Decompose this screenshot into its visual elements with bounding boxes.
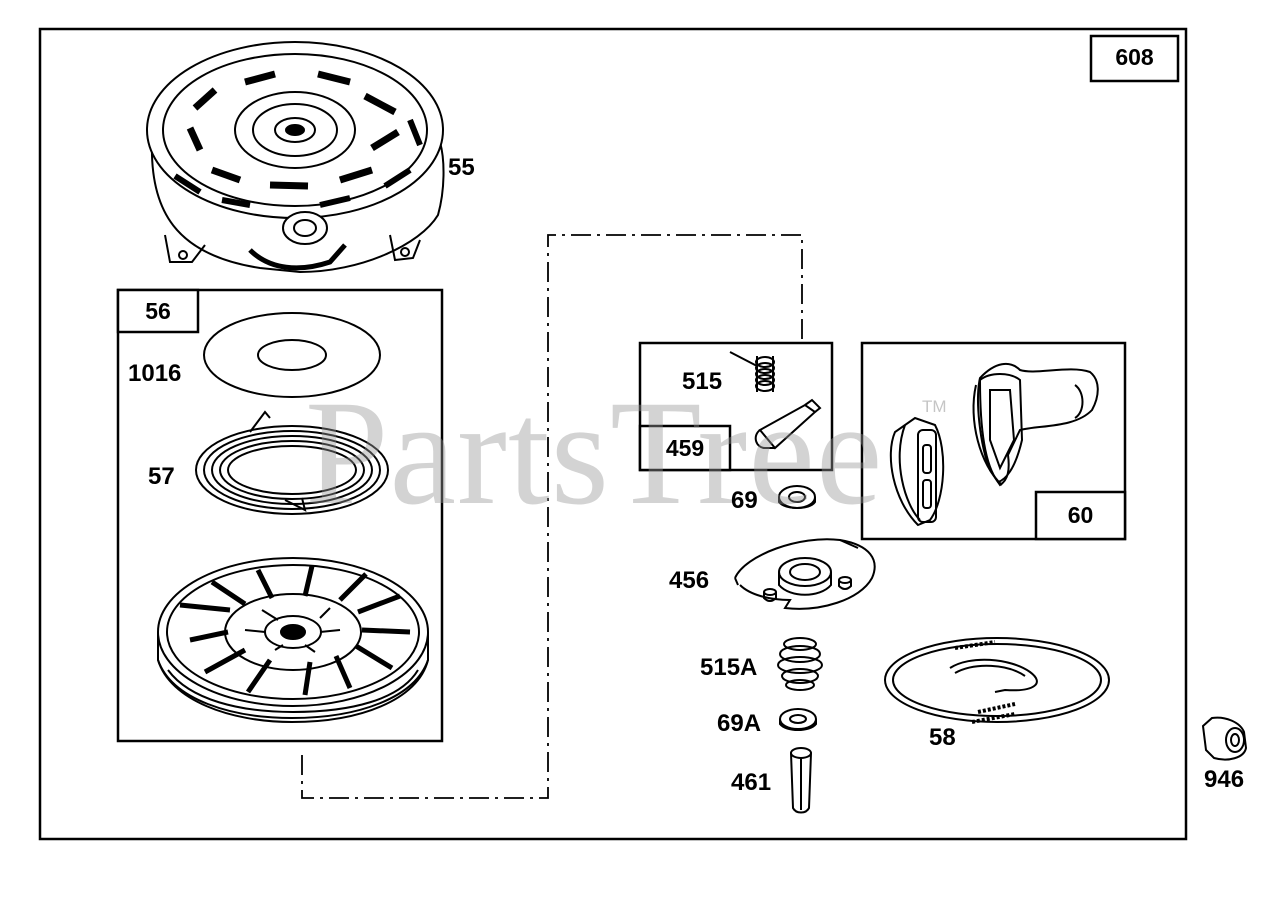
washer-69A-drawing [779, 708, 817, 731]
starter-handle-60-drawing [889, 362, 1099, 527]
washer-1016-drawing [203, 312, 381, 398]
callout-69A[interactable]: 69A [717, 710, 762, 737]
handle-kit-tag [1034, 490, 1127, 541]
washer-69-drawing [778, 485, 816, 509]
sleeve-946-drawing [1201, 716, 1248, 761]
starter-housing-drawing [146, 41, 445, 274]
pawl-kit-number[interactable]: 459 [665, 435, 705, 461]
callout-461[interactable]: 461 [731, 769, 772, 796]
handle-kit-number[interactable]: 60 [1067, 502, 1094, 528]
callout-456[interactable]: 456 [669, 567, 710, 594]
starter-rope-58-drawing [884, 637, 1110, 724]
callout-1016[interactable]: 1016 [128, 360, 182, 387]
starter-pulley-drawing [157, 557, 429, 724]
callout-57[interactable]: 57 [148, 463, 175, 490]
pawl-459-drawing [754, 398, 822, 450]
callout-58[interactable]: 58 [929, 724, 956, 751]
starter-assembly-number[interactable]: 56 [145, 298, 171, 324]
rewind-spring-57-drawing [195, 410, 389, 515]
diagram-frame [38, 27, 1188, 841]
pawl-spring-515-drawing [729, 351, 775, 392]
spring-515A-drawing [777, 637, 823, 691]
handle-kit-box [860, 341, 1127, 541]
pawl-kit-tag [638, 424, 732, 472]
callout-946[interactable]: 946 [1204, 766, 1245, 793]
callout-515[interactable]: 515 [682, 368, 723, 395]
callout-515A[interactable]: 515A [700, 654, 758, 681]
starter-assembly-box [116, 288, 444, 743]
retainer-456-drawing [734, 538, 876, 610]
starter-assembly-tag [116, 288, 200, 334]
assembly-number-box [1089, 34, 1180, 83]
trademark-mark: TM [922, 397, 947, 416]
pin-461-drawing [790, 747, 812, 814]
callout-55[interactable]: 55 [448, 154, 475, 181]
pawl-kit-box [638, 341, 834, 472]
partstree-watermark: PartsTree [305, 370, 884, 536]
callout-69[interactable]: 69 [731, 487, 758, 514]
assembly-connector-line [301, 234, 803, 799]
assembly-number: 608 [1115, 44, 1154, 70]
